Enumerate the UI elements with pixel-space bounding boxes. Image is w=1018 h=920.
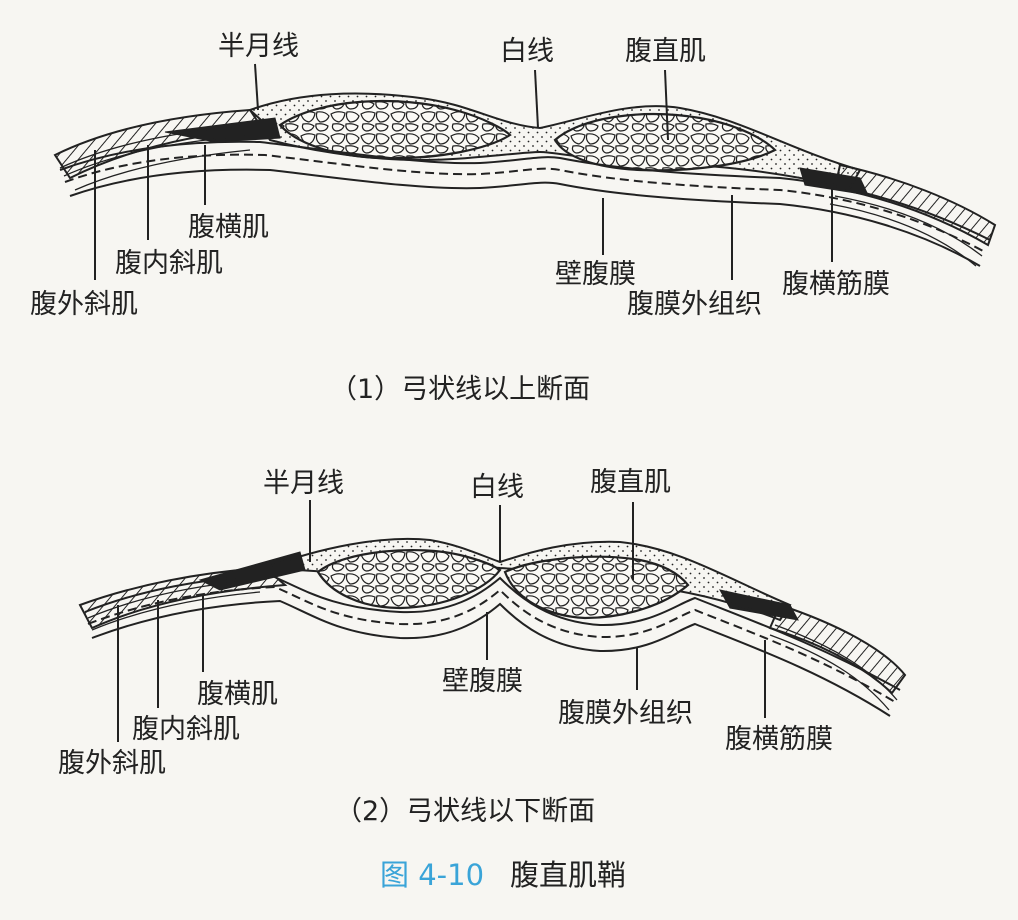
figure-number: 图 4-10 xyxy=(380,858,484,892)
right-lateral-muscles xyxy=(835,165,995,245)
label-external-oblique-2: 腹外斜肌 xyxy=(58,748,166,779)
label-transversalis-2: 腹横筋膜 xyxy=(725,724,833,755)
diagram-above-arcuate-line: 半月线 白线 腹直肌 腹横肌 腹内斜肌 腹外斜肌 壁腹膜 腹膜外组织 腹横筋膜 … xyxy=(30,31,995,405)
label-rectus-2: 腹直肌 xyxy=(590,467,671,498)
rectus-muscle-left-2 xyxy=(318,550,500,608)
rectus-muscle-right-2 xyxy=(505,557,688,618)
leader-linea-alba-1 xyxy=(535,70,538,128)
caption-below-arcuate: （2）弓状线以下断面 xyxy=(335,796,595,827)
leader-semilunar-1 xyxy=(255,64,258,110)
label-internal-oblique-1: 腹内斜肌 xyxy=(115,248,223,279)
label-external-oblique-1: 腹外斜肌 xyxy=(30,289,138,320)
label-semilunar-1: 半月线 xyxy=(218,31,299,62)
label-transversus-1: 腹横肌 xyxy=(188,212,269,243)
label-transversus-2: 腹横肌 xyxy=(197,679,278,710)
label-linea-alba-1: 白线 xyxy=(500,36,554,67)
label-peritoneum-1: 壁腹膜 xyxy=(555,259,636,290)
label-internal-oblique-2: 腹内斜肌 xyxy=(132,714,240,745)
label-transversalis-1: 腹横筋膜 xyxy=(782,269,890,300)
label-rectus-1: 腹直肌 xyxy=(625,36,706,67)
caption-above-arcuate: （1）弓状线以上断面 xyxy=(330,374,590,405)
label-peritoneum-2: 壁腹膜 xyxy=(442,666,523,697)
label-extraperitoneal-2: 腹膜外组织 xyxy=(558,698,693,729)
left-lateral-muscles xyxy=(55,110,270,178)
label-semilunar-2: 半月线 xyxy=(263,468,344,499)
figure-title: 腹直肌鞘 xyxy=(510,858,626,892)
label-extraperitoneal-1: 腹膜外组织 xyxy=(627,289,762,320)
label-linea-alba-2: 白线 xyxy=(470,472,524,503)
diagram-below-arcuate-line: 半月线 白线 腹直肌 腹横肌 腹内斜肌 腹外斜肌 壁腹膜 腹膜外组织 腹横筋膜 … xyxy=(58,467,905,827)
